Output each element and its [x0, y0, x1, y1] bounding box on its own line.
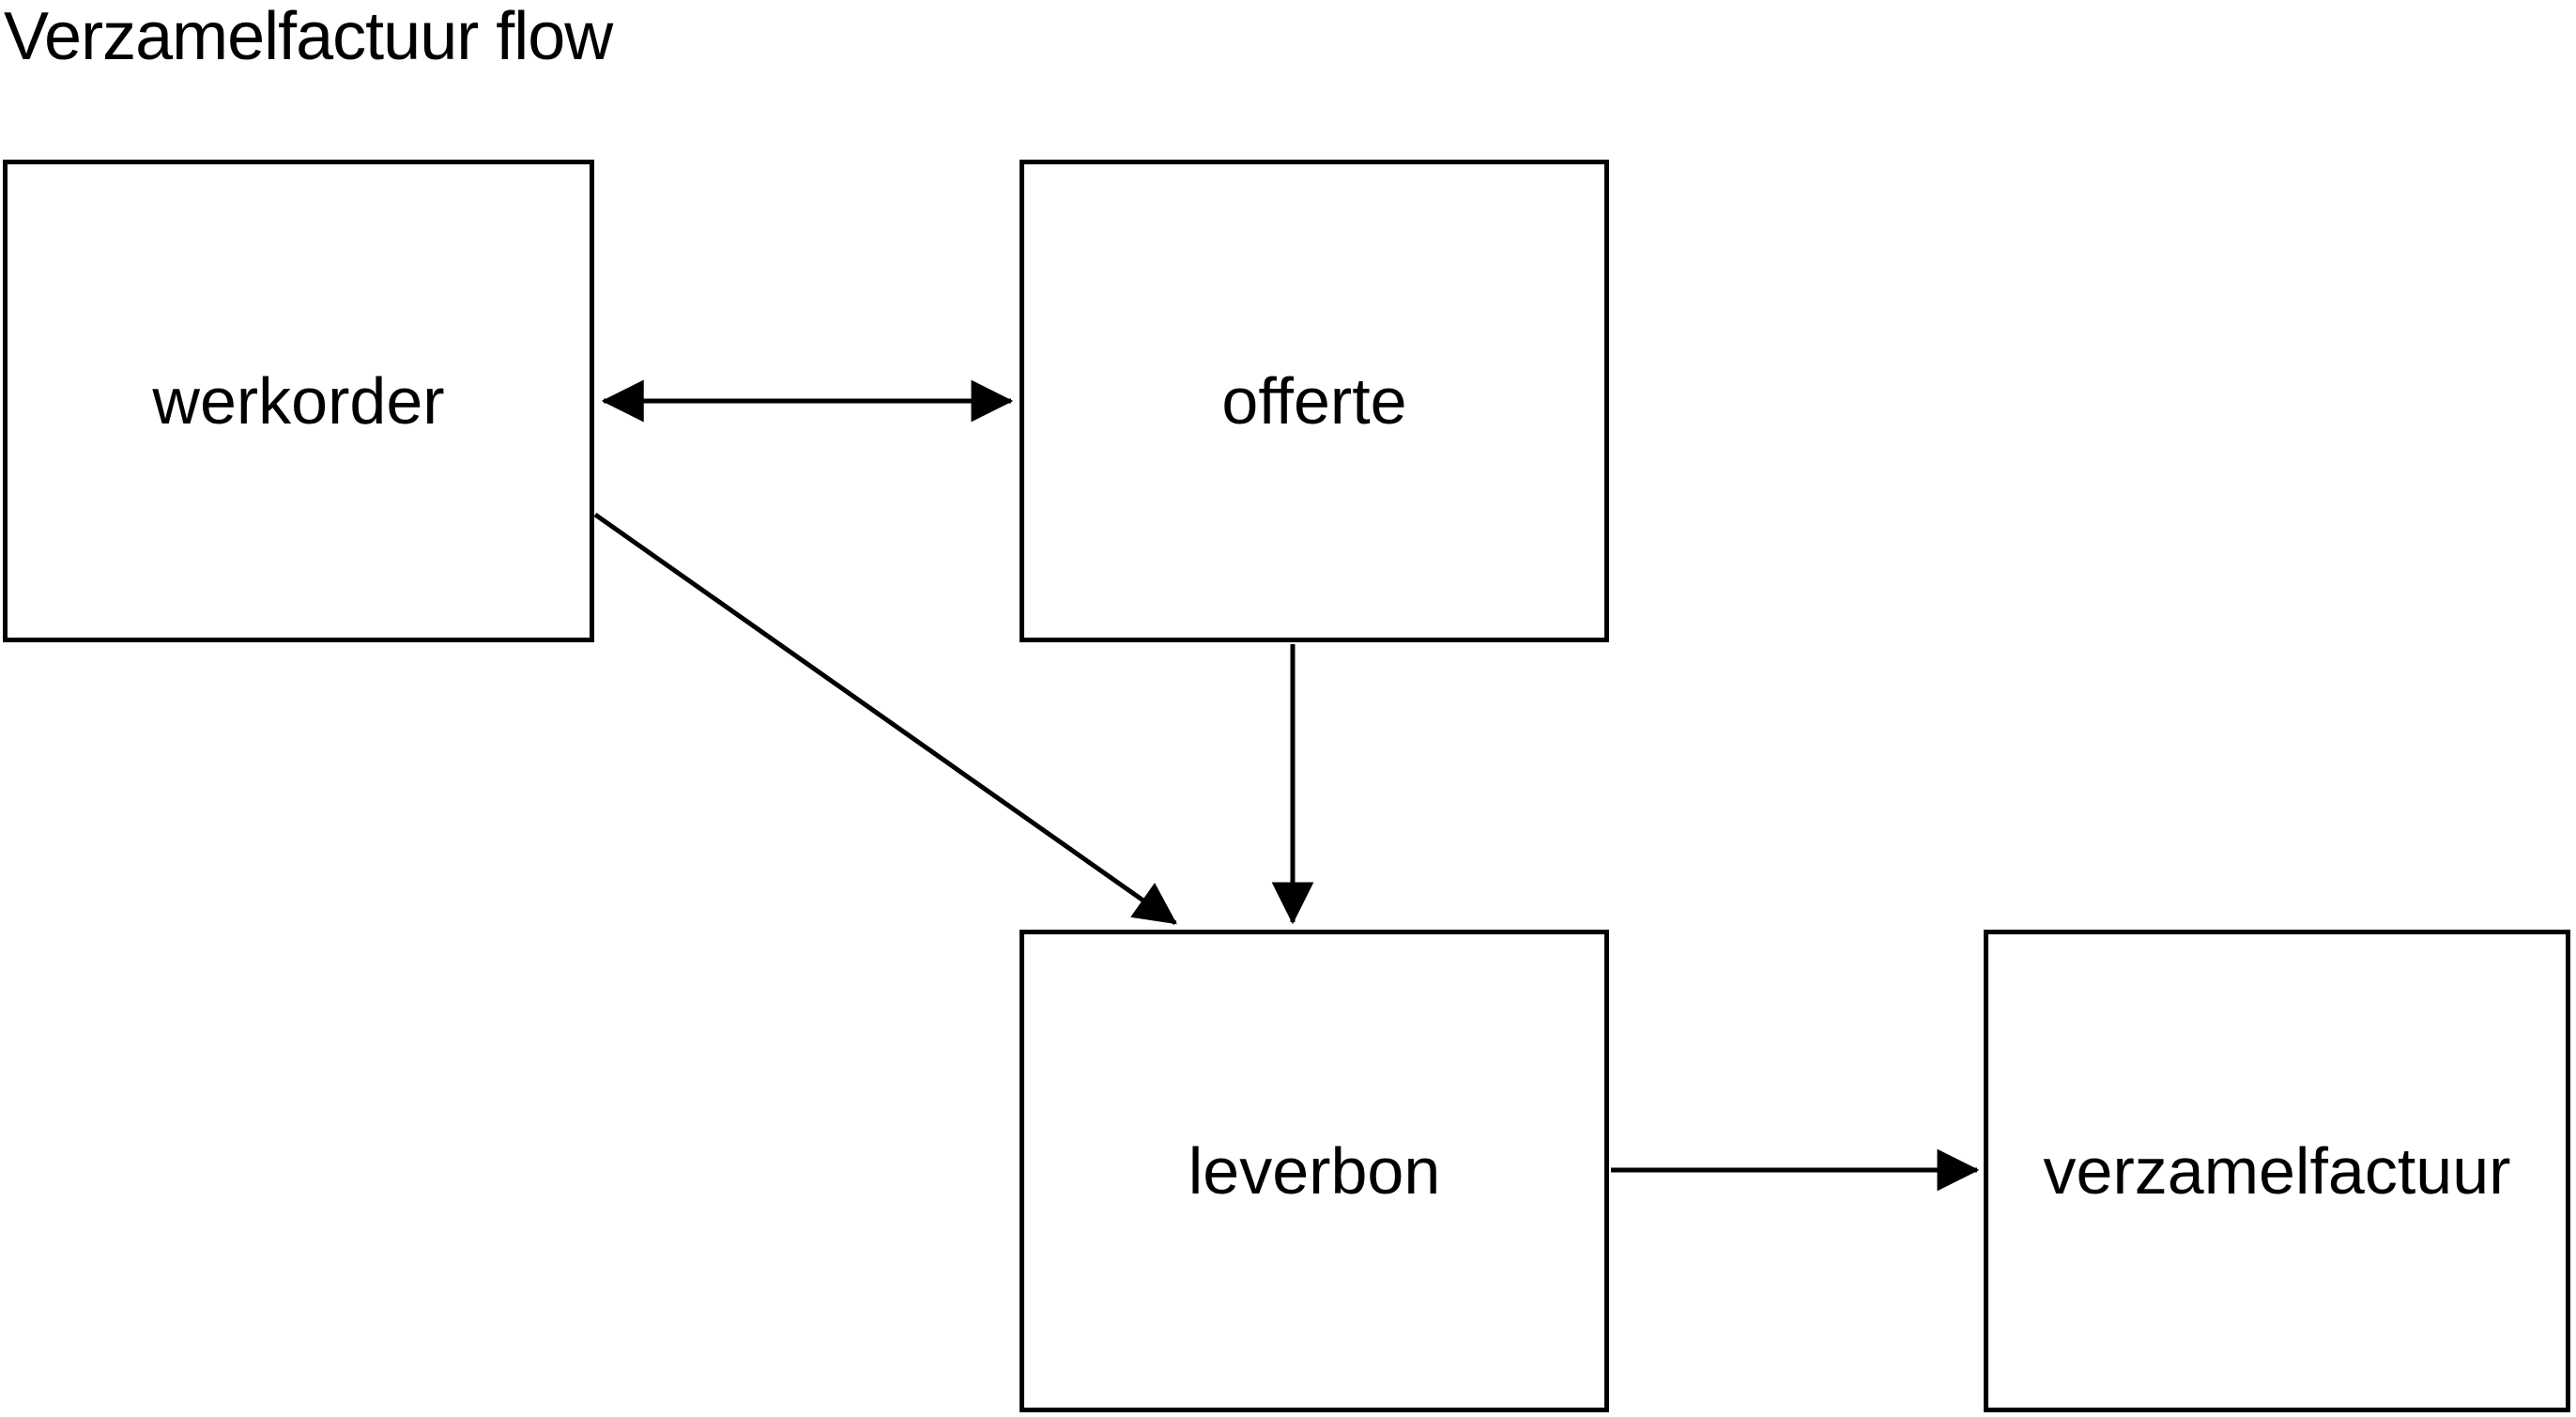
- node-offerte-label: offerte: [1221, 364, 1407, 438]
- page-title: Verzamelfactuur flow: [4, 0, 613, 74]
- node-offerte: offerte: [1020, 160, 1609, 642]
- node-leverbon: leverbon: [1020, 930, 1609, 1412]
- node-verzamelfactuur: verzamelfactuur: [1984, 930, 2570, 1412]
- node-werkorder: werkorder: [3, 160, 594, 642]
- node-verzamelfactuur-label: verzamelfactuur: [2043, 1134, 2511, 1208]
- node-leverbon-label: leverbon: [1188, 1134, 1441, 1208]
- node-werkorder-label: werkorder: [152, 364, 445, 438]
